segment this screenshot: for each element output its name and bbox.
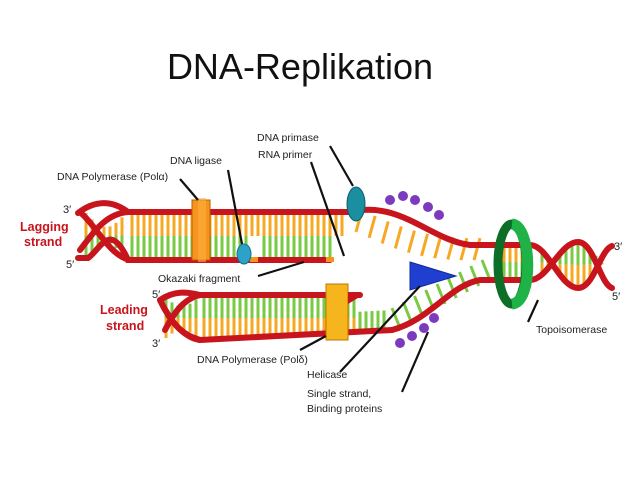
polymerase-alpha — [191, 198, 211, 262]
dna-primase — [346, 186, 366, 222]
leader-rna-primer — [309, 161, 346, 257]
label-ssb-line2: Binding proteins — [307, 403, 382, 415]
leader-helicase — [339, 285, 421, 373]
ssb-protein — [395, 338, 405, 348]
topoisomerase-ring-front — [509, 218, 534, 310]
parental-strand-a — [497, 242, 615, 292]
label-topoisomerase: Topoisomerase — [536, 324, 607, 336]
leader-pol-alpha — [179, 178, 199, 201]
base-pair — [406, 230, 416, 254]
leading-helix-tail — [157, 292, 203, 343]
base-pair — [420, 233, 430, 257]
parental-strand-b — [497, 238, 615, 291]
polymerase-delta — [325, 283, 358, 341]
lagging-strand-label-1: Lagging — [20, 220, 69, 234]
ssb-protein — [434, 210, 444, 220]
okazaki-fragments — [250, 257, 334, 262]
end-lag-bottom-left: 5′ — [66, 259, 74, 271]
base-pair — [393, 226, 403, 249]
leader-pol-delta — [299, 335, 327, 351]
label-helicase: Helicase — [307, 369, 347, 381]
end-right-top: 3′ — [614, 241, 622, 253]
leader-okazaki — [257, 260, 305, 278]
base-pair — [480, 259, 492, 281]
rna-primer-1 — [250, 257, 258, 262]
leader-ligase — [226, 169, 244, 245]
leading-strand-label-2: strand — [106, 319, 144, 333]
dna-ligase — [236, 243, 252, 265]
leading-parent-backbone — [197, 327, 395, 343]
base-pair — [458, 271, 469, 293]
label-okazaki-fragment: Okazaki fragment — [158, 273, 240, 285]
leader-primase — [329, 145, 354, 187]
base-pair — [413, 295, 424, 317]
fork-lower-arm — [389, 277, 503, 333]
base-pair — [472, 237, 482, 261]
lagging-helix-twist-back — [79, 211, 133, 263]
ssb-proteins — [385, 191, 444, 348]
end-right-bottom: 5′ — [612, 291, 620, 303]
label-ssb-line1: Single strand, — [307, 388, 371, 400]
base-pair — [401, 301, 413, 323]
fork-upper-arm — [347, 206, 503, 248]
ssb-protein — [398, 191, 408, 201]
lagging-strand-label-2: strand — [24, 235, 62, 249]
leading-strand-label-1: Leading — [100, 303, 148, 317]
leader-topoisomerase — [526, 299, 540, 323]
leader-ssb — [400, 331, 430, 393]
leader-lines — [179, 145, 540, 393]
label-dna-ligase: DNA ligase — [170, 155, 222, 167]
end-lead-top-left: 5′ — [152, 289, 160, 301]
okazaki-fragment-1 — [258, 257, 280, 262]
base-pair — [390, 307, 402, 329]
ssb-protein — [429, 313, 439, 323]
okazaki-fragment-2 — [286, 257, 326, 262]
replication-fork — [347, 206, 503, 333]
ssb-protein — [385, 195, 395, 205]
label-polymerase-delta: DNA Polymerase (Polδ) — [197, 354, 308, 366]
label-polymerase-alpha: DNA Polymerase (Polα) — [57, 171, 168, 183]
ssb-protein — [407, 331, 417, 341]
ssb-protein — [410, 195, 420, 205]
leading-duplex — [157, 289, 395, 343]
label-rna-primer: RNA primer — [258, 149, 313, 161]
page-title: DNA-Replikation — [166, 46, 434, 87]
parental-duplex — [497, 238, 615, 292]
end-lead-bottom-left: 3′ — [152, 338, 160, 350]
base-pairs — [84, 209, 604, 338]
helicase — [409, 261, 458, 291]
base-pair — [380, 221, 390, 244]
rna-primer-2 — [326, 257, 334, 262]
label-dna-primase: DNA primase — [257, 132, 319, 144]
ssb-protein — [423, 202, 433, 212]
lagging-helix-twist — [77, 209, 131, 253]
base-pair — [433, 235, 443, 259]
base-pair — [367, 215, 377, 239]
lagging-duplex — [75, 200, 353, 263]
end-lag-top-left: 3′ — [63, 204, 71, 216]
ssb-protein — [419, 323, 429, 333]
